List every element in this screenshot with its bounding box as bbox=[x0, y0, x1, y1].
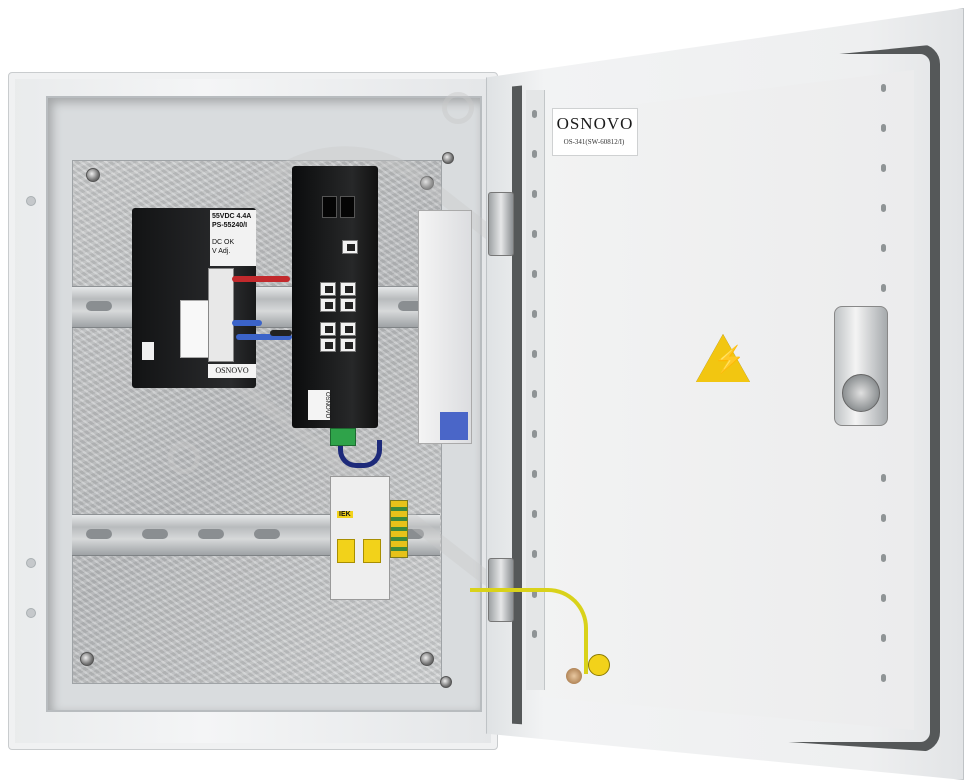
switch-power-terminal bbox=[330, 428, 356, 446]
psu-voltage: 55VDC 4.4A bbox=[212, 213, 252, 220]
red-wire bbox=[232, 276, 290, 282]
ethernet-port[interactable] bbox=[320, 322, 336, 336]
plate-screw-icon bbox=[420, 652, 434, 666]
psu-model: PS-55240/I bbox=[212, 222, 248, 229]
blue-wire bbox=[236, 334, 292, 340]
door-right-strip bbox=[878, 74, 890, 714]
ethernet-port[interactable] bbox=[320, 298, 336, 312]
switch-brand: OSNOVO bbox=[308, 390, 330, 420]
door-sticker-model: OS-341(SW-60812/I) bbox=[563, 138, 625, 146]
ethernet-port[interactable] bbox=[340, 282, 356, 296]
door-hinge-top bbox=[488, 192, 514, 256]
watermark-dot bbox=[442, 92, 474, 124]
plate-screw-icon bbox=[86, 168, 100, 182]
ethernet-port[interactable] bbox=[340, 322, 356, 336]
ground-terminal-block bbox=[390, 500, 408, 558]
psu-label: 55VDC 4.4A PS-55240/I DC OK V Adj. bbox=[210, 210, 256, 266]
psu-terminal-block bbox=[208, 268, 234, 362]
side-mount-hole bbox=[26, 196, 36, 206]
door-hinge-strip bbox=[526, 90, 545, 690]
switch-power-wire bbox=[338, 440, 382, 468]
din-module-blue-part bbox=[440, 412, 468, 440]
plate-screw-icon bbox=[80, 652, 94, 666]
lock-knob[interactable] bbox=[842, 374, 880, 412]
ethernet-port[interactable] bbox=[320, 282, 336, 296]
lightning-bolt-icon: ⚡ bbox=[713, 344, 746, 374]
breaker-lever[interactable] bbox=[363, 539, 381, 563]
sfp-port[interactable] bbox=[322, 196, 337, 218]
corner-screw-icon bbox=[442, 152, 454, 164]
ethernet-port[interactable] bbox=[340, 298, 356, 312]
ground-symbol-icon bbox=[588, 654, 610, 676]
ethernet-port[interactable] bbox=[340, 338, 356, 352]
ground-bolt bbox=[566, 668, 582, 684]
ethernet-port[interactable] bbox=[320, 338, 336, 352]
sfp-port[interactable] bbox=[340, 196, 355, 218]
psu-brand: OSNOVO bbox=[208, 364, 256, 378]
plate-screw-icon bbox=[420, 176, 434, 190]
psu-small-label bbox=[142, 342, 154, 360]
black-wire bbox=[270, 330, 292, 336]
console-port[interactable] bbox=[342, 240, 358, 254]
ground-wire bbox=[470, 588, 588, 674]
corner-screw-icon bbox=[440, 676, 452, 688]
high-voltage-warning-icon bbox=[696, 334, 750, 382]
breaker-brand: IEK bbox=[337, 511, 353, 518]
breaker-lever[interactable] bbox=[337, 539, 355, 563]
side-mount-hole bbox=[26, 558, 36, 568]
psu-dc-ok: DC OK bbox=[212, 239, 235, 246]
door-product-sticker bbox=[552, 108, 638, 156]
watermark-dot bbox=[168, 442, 200, 474]
blue-wire bbox=[232, 320, 262, 326]
side-mount-hole bbox=[26, 608, 36, 618]
psu-vadj: V Adj. bbox=[212, 248, 231, 255]
circuit-breaker: IEK bbox=[330, 476, 390, 600]
din-module bbox=[418, 210, 472, 444]
door-sticker-brand: OSNOVO bbox=[556, 114, 634, 133]
